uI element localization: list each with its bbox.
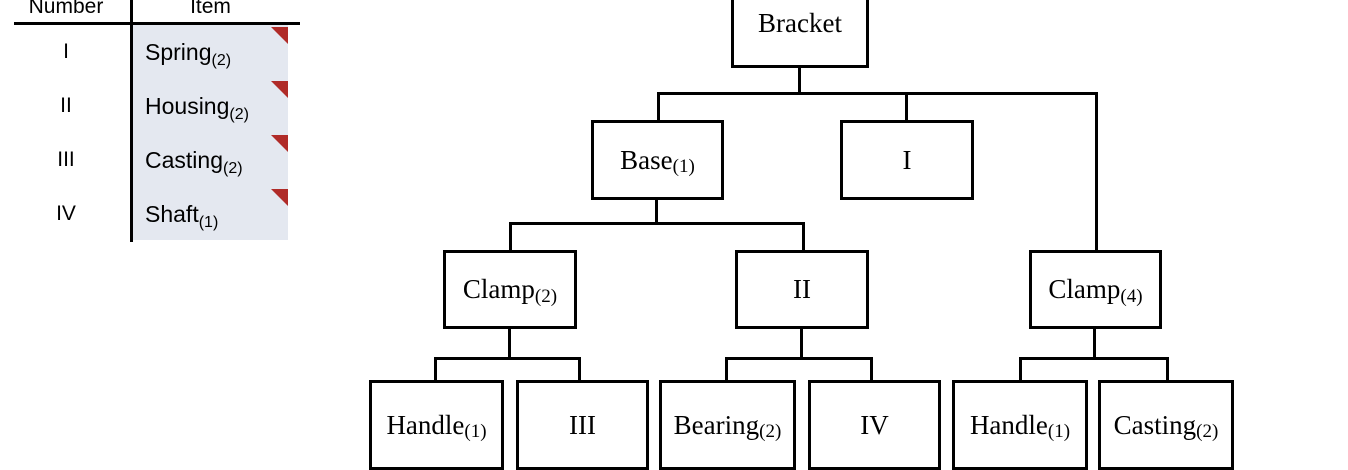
edge-clamp4-to-handle [1019, 357, 1022, 383]
tree-node-label: Handle [969, 409, 1048, 440]
tree-node-qty: (1) [672, 156, 695, 177]
tree-node-handle-1-right[interactable]: Handle(1) [952, 380, 1088, 470]
edge-ref-ii-stem [800, 328, 803, 360]
tree-node-casting-2[interactable]: Casting(2) [1098, 380, 1234, 470]
legend-number-cell: III [57, 148, 75, 171]
legend-number-cell: IV [56, 202, 76, 225]
edge-clamp2-to-ref-iii [578, 357, 581, 383]
legend-column-divider [130, 0, 133, 242]
tree-node-ref-iv[interactable]: IV [808, 380, 941, 470]
edge-ref-ii-crossbar [725, 357, 873, 360]
legend-item-cell: Casting(2) [145, 133, 243, 187]
red-corner-flag-icon [271, 135, 288, 152]
edge-bracket-to-base [657, 92, 660, 123]
legend-table: Number Item I Spring(2) II Housing(2) II… [0, 0, 300, 252]
red-corner-flag-icon [271, 81, 288, 98]
edge-bracket-to-clamp4 [1095, 92, 1098, 253]
edge-base-to-ref-ii [802, 222, 805, 253]
tree-node-qty: (1) [464, 421, 487, 442]
table-row: II Housing(2) [0, 79, 300, 133]
legend-item-cell: Spring(2) [145, 25, 231, 79]
legend-item-qty: (2) [222, 160, 243, 177]
edge-clamp2-stem [508, 328, 511, 360]
edge-base-to-clamp2 [509, 222, 512, 253]
edge-clamp2-crossbar [434, 357, 581, 360]
legend-header-divider [14, 22, 300, 25]
legend-item-cell: Housing(2) [145, 79, 249, 133]
tree-node-qty: (2) [1196, 421, 1219, 442]
edge-clamp4-stem [1093, 328, 1096, 360]
table-row: IV Shaft(1) [0, 187, 300, 241]
tree-node-qty: (1) [1047, 421, 1071, 442]
edge-clamp2-to-handle [434, 357, 437, 383]
tree-node-handle-1-left[interactable]: Handle(1) [369, 380, 504, 470]
edge-bracket-to-ref-i [905, 92, 908, 123]
tree-node-label: Casting [1113, 409, 1197, 440]
legend-number-cell: I [63, 40, 69, 63]
bom-tree-diagram: Bracket Base(1) I Clamp(2) II Clamp(4) H… [369, 0, 1234, 470]
tree-node-clamp-2[interactable]: Clamp(2) [443, 250, 577, 329]
tree-node-label: I [902, 144, 912, 175]
table-row: I Spring(2) [0, 25, 300, 79]
tree-node-base[interactable]: Base(1) [591, 120, 724, 200]
edge-base-stem [655, 200, 658, 225]
legend-item-label: Casting [145, 147, 223, 173]
edge-ref-ii-to-bearing [725, 357, 728, 383]
tree-node-ref-ii[interactable]: II [735, 250, 869, 329]
legend-column-header-number: Number [28, 0, 104, 18]
tree-node-ref-iii[interactable]: III [516, 380, 649, 470]
legend-item-label: Spring [145, 39, 212, 65]
tree-node-ref-i[interactable]: I [840, 120, 974, 200]
edge-base-crossbar [509, 222, 805, 225]
legend-header-row: Number Item [0, 0, 300, 24]
tree-node-bracket[interactable]: Bracket [731, 0, 869, 68]
legend-column-header-item: Item [190, 0, 231, 18]
legend-item-qty: (1) [198, 214, 219, 231]
edge-ref-ii-to-ref-iv [870, 357, 873, 383]
tree-node-label: Handle [386, 409, 465, 440]
tree-node-label: III [569, 409, 596, 440]
tree-node-qty: (2) [759, 421, 782, 442]
tree-node-label: Bracket [758, 7, 842, 38]
tree-node-bearing-2[interactable]: Bearing(2) [659, 380, 796, 470]
edge-bracket-stem [798, 65, 801, 95]
tree-node-label: Clamp [1048, 274, 1121, 304]
legend-item-label: Housing [145, 93, 230, 119]
red-corner-flag-icon [271, 27, 288, 44]
tree-node-label: Base [620, 144, 673, 175]
tree-node-label: Clamp [462, 274, 535, 304]
legend-item-qty: (2) [229, 106, 249, 123]
edge-clamp4-crossbar [1019, 357, 1169, 360]
table-row: III Casting(2) [0, 133, 300, 187]
legend-item-label: Shaft [145, 201, 199, 227]
legend-number-cell: II [60, 94, 72, 117]
legend-item-qty: (2) [211, 52, 232, 69]
tree-node-qty: (4) [1120, 285, 1143, 307]
edge-bracket-crossbar [657, 92, 1098, 95]
tree-node-qty: (2) [534, 285, 558, 307]
edge-clamp4-to-casting [1166, 357, 1169, 383]
tree-node-label: II [793, 274, 811, 304]
legend-item-column-shading [133, 25, 288, 240]
tree-node-clamp-4[interactable]: Clamp(4) [1029, 250, 1162, 329]
red-corner-flag-icon [271, 189, 288, 206]
tree-node-label: Bearing [673, 409, 760, 440]
legend-item-cell: Shaft(1) [145, 187, 218, 241]
tree-node-label: IV [860, 409, 889, 440]
